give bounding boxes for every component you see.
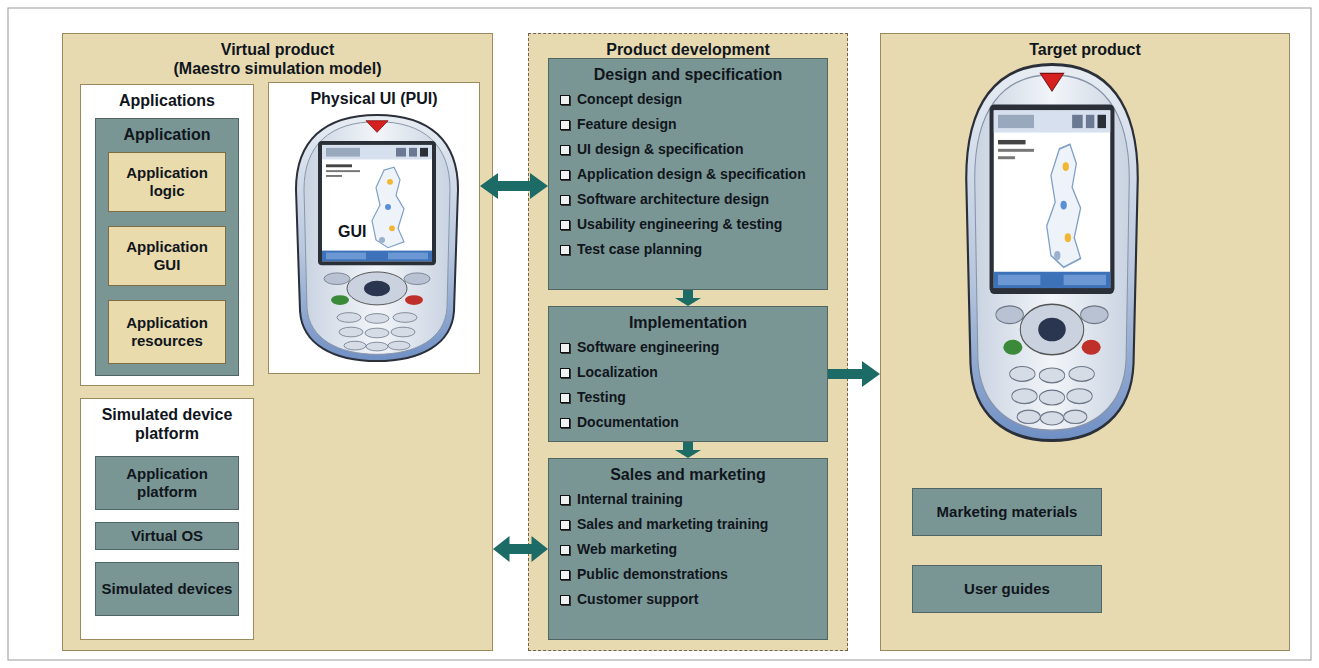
component-box: Application GUI bbox=[108, 226, 226, 286]
panel-title: Target product bbox=[881, 34, 1289, 59]
box-label: Application resources bbox=[114, 314, 220, 350]
panel-title: Physical UI (PUI) bbox=[269, 83, 479, 108]
outer-frame bbox=[8, 8, 1311, 660]
bullet-item: Sales and marketing training bbox=[549, 512, 827, 537]
component-box: Application logic bbox=[108, 152, 226, 212]
bullet-item: Documentation bbox=[549, 410, 827, 435]
box-label: Marketing materials bbox=[937, 503, 1078, 521]
box-label: User guides bbox=[964, 580, 1050, 598]
panel-title: Application bbox=[96, 119, 238, 144]
box-label: Virtual OS bbox=[131, 527, 203, 545]
label-holder: GUI bbox=[338, 222, 366, 241]
bullet-item: Concept design bbox=[549, 87, 827, 112]
output-box: Marketing materials bbox=[912, 488, 1102, 536]
bullet-item: Software architecture design bbox=[549, 187, 827, 212]
box-label: Application platform bbox=[101, 465, 233, 501]
box-title: Design and specification bbox=[549, 59, 827, 84]
panel-title: Applications bbox=[81, 85, 253, 110]
bullet-item: UI design & specification bbox=[549, 137, 827, 162]
box-label: Application logic bbox=[114, 164, 220, 200]
bullet-item: Internal training bbox=[549, 487, 827, 512]
bullet-item: Feature design bbox=[549, 112, 827, 137]
bullet-item: Public demonstrations bbox=[549, 562, 827, 587]
bullet-item: Customer support bbox=[549, 587, 827, 612]
bullet-item: Localization bbox=[549, 360, 827, 385]
group-box: ApplicationsApplicationApplication logic… bbox=[80, 84, 254, 386]
panel-title: Product development bbox=[529, 34, 847, 59]
bullet-item: Test case planning bbox=[549, 237, 827, 262]
bullet-item: Web marketing bbox=[549, 537, 827, 562]
component-box: Virtual OS bbox=[95, 522, 239, 550]
component-box: Application resources bbox=[108, 300, 226, 364]
process-box: ImplementationSoftware engineeringLocali… bbox=[548, 306, 828, 442]
phone-drawing bbox=[296, 115, 458, 361]
group-box: Simulated device platformApplication pla… bbox=[80, 398, 254, 640]
screen-label: GUI bbox=[338, 222, 366, 241]
process-box: Sales and marketingInternal trainingSale… bbox=[548, 458, 828, 640]
component-box: Application platform bbox=[95, 456, 239, 510]
panel-title: Simulated device platform bbox=[97, 399, 237, 443]
region-panel: Product developmentDesign and specificat… bbox=[528, 33, 848, 651]
box-label: Simulated devices bbox=[102, 580, 233, 598]
box-label: Application GUI bbox=[114, 238, 220, 274]
box-title: Implementation bbox=[549, 307, 827, 332]
phone-drawing bbox=[966, 64, 1138, 440]
bullet-item: Testing bbox=[549, 385, 827, 410]
bullet-item: Software engineering bbox=[549, 335, 827, 360]
panel-title: Virtual product bbox=[63, 34, 492, 59]
component-box: Simulated devices bbox=[95, 562, 239, 616]
group-box: ApplicationApplication logicApplication … bbox=[95, 118, 239, 376]
bullet-item: Application design & specification bbox=[549, 162, 827, 187]
panel-subtitle: (Maestro simulation model) bbox=[63, 59, 492, 78]
process-box: Design and specificationConcept designFe… bbox=[548, 58, 828, 290]
bullet-item: Usability engineering & testing bbox=[549, 212, 827, 237]
output-box: User guides bbox=[912, 565, 1102, 613]
box-title: Sales and marketing bbox=[549, 459, 827, 484]
